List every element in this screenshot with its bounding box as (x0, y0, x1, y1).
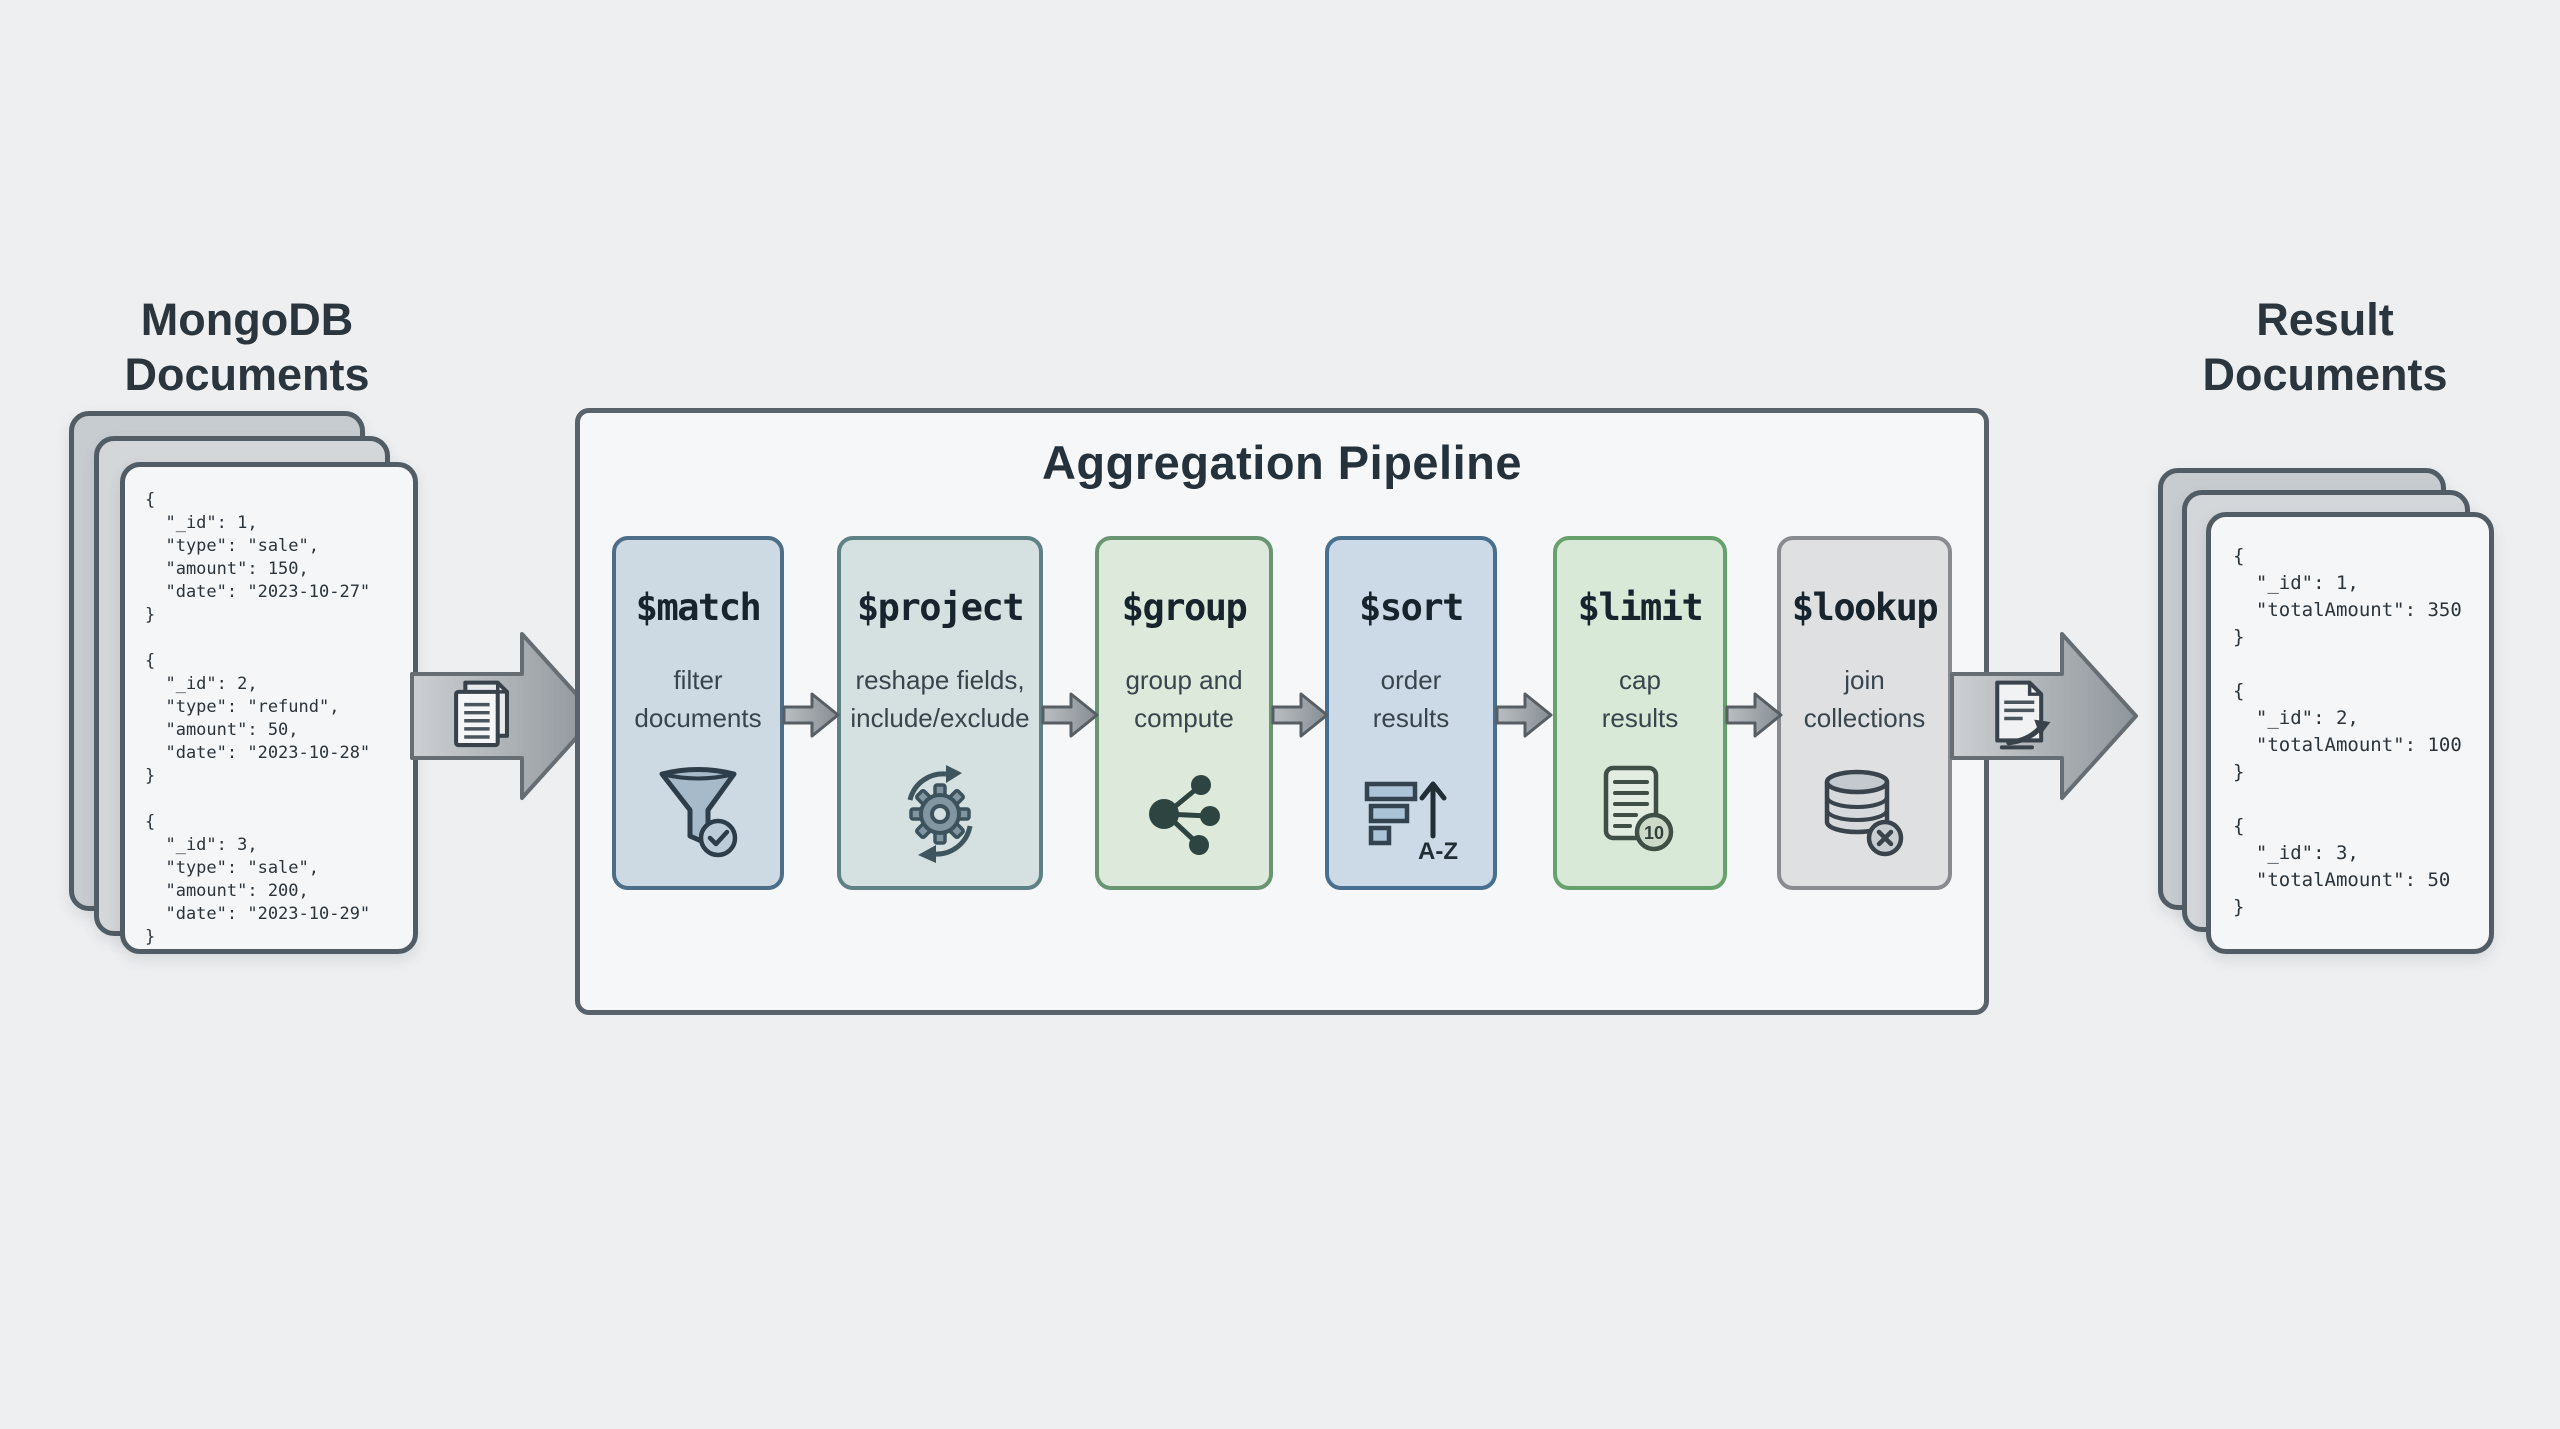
network-nodes-icon (1149, 775, 1220, 855)
documents-icon (454, 680, 509, 748)
block-arrow-right-icon (1950, 632, 2138, 800)
stage-sort-name: $sort (1359, 586, 1464, 629)
sort-bars-icon: A-Z (1364, 781, 1458, 864)
stage-sort: $sort order results A-Z (1325, 536, 1497, 890)
input-documents-json: { "_id": 1, "type": "sale", "amount": 15… (145, 490, 371, 947)
stage-arrow-1-icon (782, 692, 840, 738)
stage-arrow-2-icon (1041, 692, 1099, 738)
sort-az-label: A-Z (1418, 838, 1458, 864)
result-documents-json: { "_id": 1, "totalAmount": 350 } { "_id"… (2233, 545, 2462, 918)
pipeline-title: Aggregation Pipeline (1041, 436, 1523, 489)
database-join-icon (1824, 769, 1903, 857)
stage-match: $match filter documents (612, 536, 784, 890)
stage-limit: $limit cap results 10 (1553, 536, 1727, 890)
stage-arrow-4-icon (1495, 692, 1553, 738)
stage-project: $project reshape fields, include/exclude (837, 536, 1043, 890)
document-export-icon (1995, 680, 2051, 750)
stage-project-name: $project (856, 586, 1025, 629)
input-stack-title: MongoDB Documents (124, 294, 370, 400)
output-flow-arrow (1950, 628, 2140, 804)
result-document-page-front: { "_id": 1, "totalAmount": 350 } { "_id"… (2206, 512, 2494, 954)
stage-project-description: reshape fields, include/exclude (850, 665, 1030, 733)
stage-group: $group group and compute (1095, 536, 1273, 890)
stage-lookup-name: $lookup (1791, 586, 1939, 629)
result-stack-title: Result Documents (2202, 294, 2448, 400)
stage-group-name: $group (1121, 586, 1248, 629)
input-document-page-front: { "_id": 1, "type": "sale", "amount": 15… (120, 462, 418, 954)
document-count-icon: 10 (1603, 765, 1674, 852)
stage-limit-description: cap results (1601, 665, 1679, 733)
stage-match-description: filter documents (634, 665, 762, 733)
stage-match-name: $match (635, 586, 762, 629)
stage-lookup: $lookup join collections (1777, 536, 1952, 890)
stage-arrow-3-icon (1271, 692, 1329, 738)
limit-count-label: 10 (1644, 823, 1664, 843)
stage-lookup-description: join collections (1803, 665, 1926, 733)
stage-sort-description: order results (1372, 665, 1450, 733)
gear-cycle-icon (907, 765, 973, 863)
stage-limit-name: $limit (1577, 586, 1704, 629)
funnel-check-icon (659, 767, 738, 858)
stage-group-description: group and compute (1125, 665, 1243, 733)
input-flow-arrow (410, 628, 600, 804)
stage-arrow-5-icon (1725, 692, 1783, 738)
